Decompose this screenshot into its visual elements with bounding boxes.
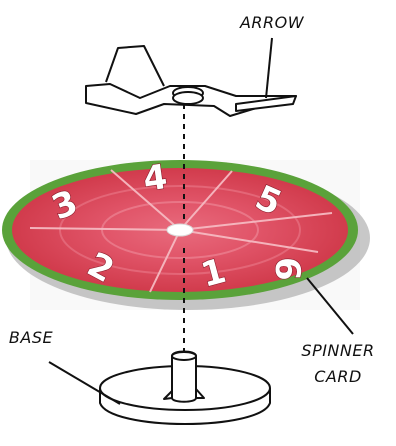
base (100, 352, 270, 425)
center-hole (167, 224, 193, 236)
arrow-leader (266, 38, 272, 98)
base-label: BASE (9, 328, 54, 347)
arrow-label: ARROW (239, 13, 305, 32)
number-6: 6 (267, 257, 307, 281)
arrow-pointer (86, 46, 296, 116)
spinner-label-line1: SPINNER (301, 341, 374, 360)
base-peg-top (172, 352, 196, 360)
spinner-label-line2: CARD (314, 367, 362, 386)
